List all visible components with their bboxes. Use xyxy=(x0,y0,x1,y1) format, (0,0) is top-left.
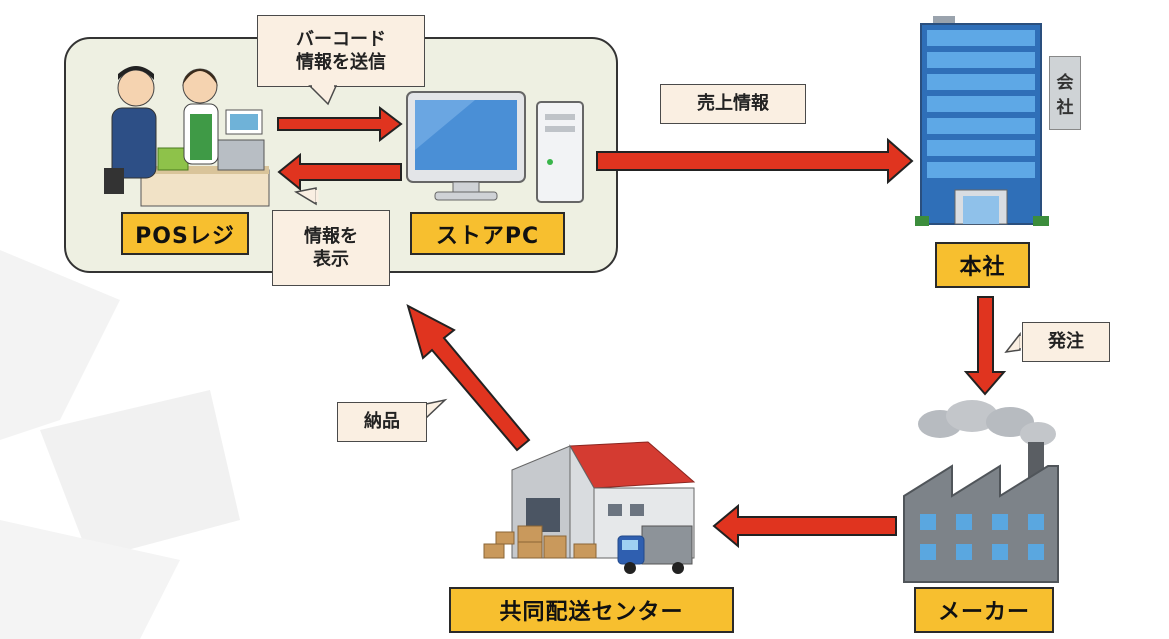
head-office-label: 本社 xyxy=(935,242,1030,288)
pos-register-label: POSレジ xyxy=(121,212,249,255)
store-pc-label: ストアPC xyxy=(410,212,565,255)
arrow-pos-to-pc xyxy=(277,105,403,143)
delivery-callout: 納品 xyxy=(337,402,427,442)
warehouse-icon xyxy=(483,441,696,559)
arrow-pc-to-pos xyxy=(277,152,402,192)
desktop-computer-icon xyxy=(406,91,584,203)
order-callout: 発注 xyxy=(1022,322,1110,362)
delivery-truck-icon xyxy=(617,525,693,574)
office-building-icon xyxy=(915,16,1049,226)
display-callout: 情報を 表示 xyxy=(272,210,390,286)
distribution-center-label: 共同配送センター xyxy=(449,587,734,633)
arrow-maker-to-center xyxy=(712,503,897,549)
arrow-center-to-store xyxy=(406,304,531,452)
arrow-office-to-maker xyxy=(963,296,1007,396)
barcode-callout-line: バーコード xyxy=(296,28,386,50)
building-sign: 会 社 xyxy=(1049,56,1081,130)
arrow-pc-to-office xyxy=(596,137,914,185)
barcode-callout-line: 情報を送信 xyxy=(296,52,386,73)
building-sign-char: 社 xyxy=(1056,98,1074,118)
cashier-scene-icon xyxy=(104,66,270,207)
building-sign-char: 会 xyxy=(1056,73,1074,93)
sales-info-callout: 売上情報 xyxy=(660,84,806,124)
barcode-callout: バーコード 情報を送信 xyxy=(257,15,425,87)
display-callout-line: 表示 xyxy=(313,249,349,270)
maker-label: メーカー xyxy=(914,587,1054,633)
factory-icon xyxy=(903,400,1059,583)
display-callout-line: 情報を xyxy=(304,225,358,247)
